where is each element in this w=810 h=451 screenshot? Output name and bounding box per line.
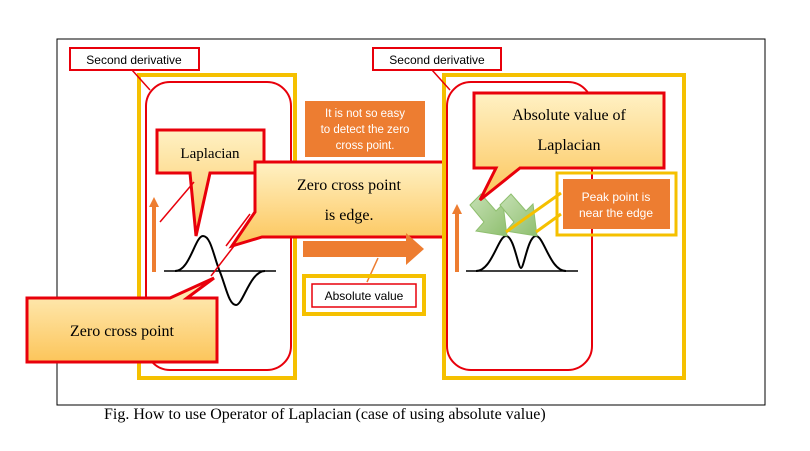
abs-laplacian-text-line2: Laplacian [537,137,600,154]
peak-line1: Peak point is [582,190,651,204]
zero-cross-edge-text-line2: is edge. [325,207,374,224]
zero-cross-pointer-line-2 [225,213,251,247]
peak-leader-line-1 [505,191,562,234]
center-right-arrow [303,233,424,265]
abs-laplacian-text-line1: Absolute value of [512,107,626,124]
orange-up-arrow-left [149,197,159,272]
not-easy-line3: cross point. [336,140,395,152]
green-arrow-2 [499,193,538,237]
not-easy-note [305,101,425,157]
absolute-value-box [311,283,417,308]
peak-line2: near the edge [579,206,653,220]
peak-note-highlight [555,171,678,237]
orange-up-arrow-right [452,204,462,272]
zero-cross-edge-text-line1: Zero cross point [297,177,402,194]
peak-note [563,179,670,229]
laplacian-leader [159,181,195,223]
figure-caption: Fig. How to use Operator of Laplacian (c… [104,406,546,423]
second-derivative-left-leader [131,69,151,91]
second-derivative-label-left-box [69,47,200,71]
laplacian-callout [155,128,266,237]
second-derivative-label-left: Second derivative [86,53,182,67]
not-easy-line2: to detect the zero [321,124,410,136]
zero-cross-point-callout [25,276,219,364]
absolute-value-label: Absolute value [325,289,404,303]
zero-cross-point-callout-text: Zero cross point [70,323,175,340]
right-panel-highlight [442,73,686,380]
zero-cross-edge-callout [228,160,446,249]
second-derivative-label-right: Second derivative [389,53,485,67]
absolute-value-highlight [302,274,426,316]
not-easy-line1: It is not so easy [325,108,405,120]
second-derivative-label-right-box [372,47,502,71]
abs-laplacian-callout [472,91,666,202]
second-derivative-curve [174,234,266,307]
absolute-value-curve [475,234,567,272]
second-derivative-right-leader [431,69,451,91]
laplacian-callout-text: Laplacian [180,146,240,162]
